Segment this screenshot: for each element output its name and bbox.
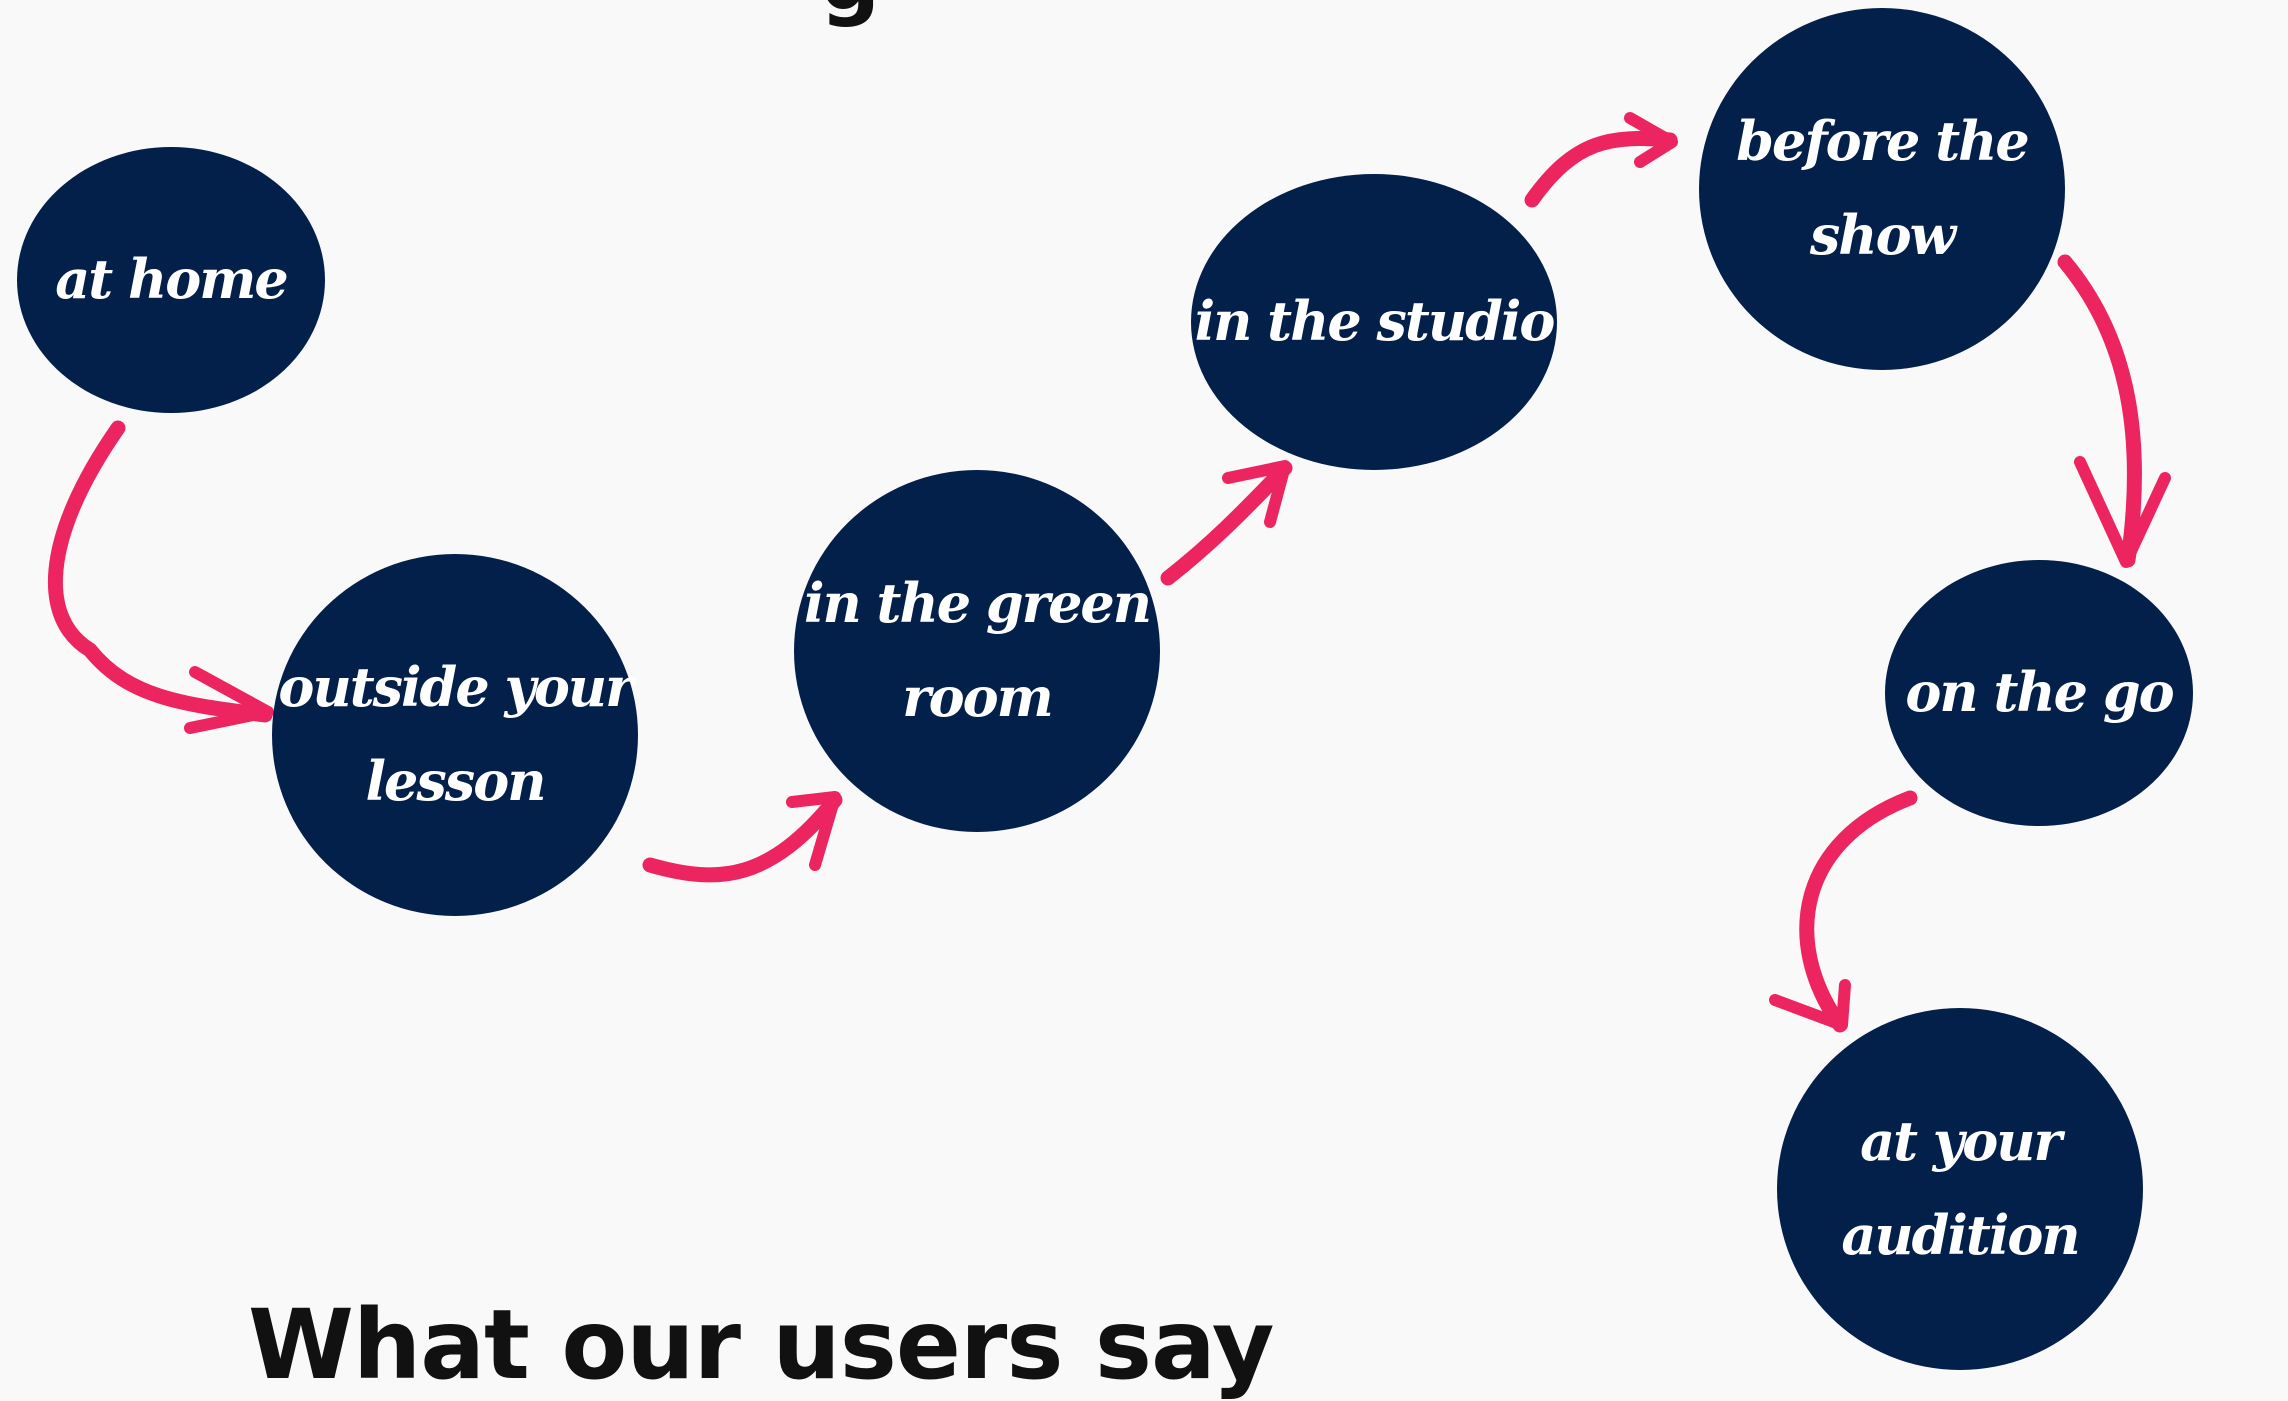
flow-step-label: in the studio bbox=[1195, 289, 1555, 353]
flow-arrow-head-4 bbox=[1624, 112, 1678, 168]
flow-arrow-6 bbox=[1799, 790, 1918, 1033]
flow-step-circle bbox=[1191, 174, 1557, 470]
flow-step-circle bbox=[272, 554, 638, 916]
testimonials-title: What our users say bbox=[248, 1289, 1274, 1401]
flow-step-circle bbox=[1885, 560, 2193, 826]
flow-step-7: at your audition bbox=[1777, 1008, 2143, 1370]
flow-arrow-head-3 bbox=[1222, 460, 1291, 528]
flow-step-label: lesson bbox=[366, 749, 545, 813]
flow-step-circle bbox=[17, 147, 325, 413]
flow-step-label: at your bbox=[1860, 1109, 2065, 1173]
flow-step-circle bbox=[1777, 1008, 2143, 1370]
flow-step-label: before the bbox=[1736, 109, 2028, 173]
flow-step-6: on the go bbox=[1885, 560, 2193, 826]
flow-step-label: at home bbox=[55, 247, 287, 311]
flow-arrow-2 bbox=[642, 792, 843, 883]
flow-arrow-head-6 bbox=[1769, 979, 1851, 1031]
flow-arrow-head-2 bbox=[786, 791, 841, 871]
flow-step-5: before the show bbox=[1699, 8, 2065, 370]
flow-step-circle bbox=[794, 470, 1160, 832]
flow-step-1: at home bbox=[17, 147, 325, 413]
flow-arrow-head-5 bbox=[2074, 456, 2171, 568]
flow-arrow-1 bbox=[48, 420, 273, 723]
flow-nodes: at home outside your lesson in the green roo… bbox=[17, 8, 2193, 1370]
flow-step-label: audition bbox=[1841, 1203, 2078, 1267]
flow-step-4: in the studio bbox=[1191, 174, 1557, 470]
flow-step-label: show bbox=[1809, 203, 1959, 267]
flow-step-2: outside your lesson bbox=[272, 554, 639, 916]
flow-arrow-5 bbox=[2057, 254, 2142, 568]
flow-arrow-3 bbox=[1160, 460, 1293, 586]
flow-step-circle bbox=[1699, 8, 2065, 370]
flow-step-3: in the green room bbox=[794, 470, 1160, 832]
flow-step-label: outside your bbox=[278, 655, 637, 719]
flow-arrow-head-1 bbox=[184, 666, 274, 734]
flow-arrow-4 bbox=[1524, 131, 1678, 208]
flow-step-label: room bbox=[902, 665, 1052, 729]
flow-arrows bbox=[48, 112, 2171, 1033]
heading-fragment: g bbox=[820, 0, 880, 22]
flow-step-label: in the green bbox=[804, 571, 1150, 635]
flow-step-label: on the go bbox=[1905, 660, 2173, 724]
